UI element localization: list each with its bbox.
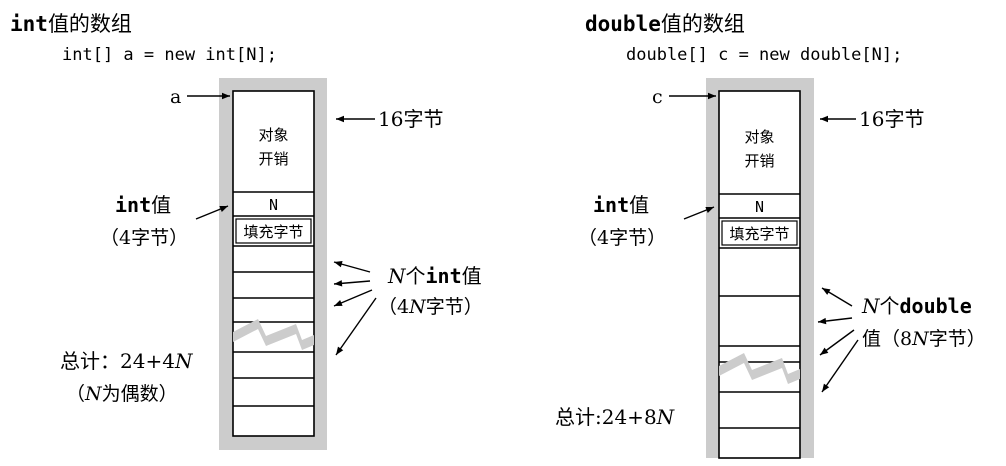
int-array-elements-label: N个int值 xyxy=(387,264,482,288)
double-array-padding-cell: 填充字节 xyxy=(729,225,789,243)
double-array-element-arrows xyxy=(817,287,859,393)
int-array-overhead-size: 16字节 xyxy=(378,107,443,131)
int-array-length-size: （4字节） xyxy=(100,227,188,249)
double-array-length-arrow xyxy=(683,206,715,220)
int-array-length-cell: N xyxy=(269,196,278,214)
int-array-ref-label: a xyxy=(170,86,181,108)
int-array-length-label: int值 xyxy=(115,193,171,217)
int-array-overhead-line2: 开销 xyxy=(258,150,288,168)
int-array-panel: int值的数组 int[] a = new int[N]; 对象 开销 N 填充… xyxy=(10,12,483,450)
int-array-total-note: （N为偶数） xyxy=(66,383,178,405)
int-array-total: 总计：24+4N xyxy=(60,349,194,373)
int-array-code: int[] a = new int[N]; xyxy=(62,45,277,65)
int-array-title: int值的数组 xyxy=(10,12,132,36)
int-array-cell-lines xyxy=(233,191,314,407)
double-array-panel: double值的数组 double[] c = new double[N]; 对… xyxy=(555,12,986,459)
double-array-padding-box xyxy=(721,220,798,246)
double-array-overhead-size: 16字节 xyxy=(859,107,924,131)
double-array-code: double[] c = new double[N]; xyxy=(626,45,902,65)
double-array-overhead-line2: 开销 xyxy=(744,152,774,170)
int-array-padding-cell: 填充字节 xyxy=(243,223,303,241)
int-array-element-arrows xyxy=(333,261,377,356)
int-array-elements-size: （4N字节） xyxy=(378,296,483,318)
double-array-total: 总计:24+8N xyxy=(555,405,676,429)
int-array-overhead-line1: 对象 xyxy=(258,126,288,144)
double-array-cell-lines xyxy=(719,193,800,429)
double-array-length-label: int值 xyxy=(593,193,649,217)
double-array-title: double值的数组 xyxy=(585,12,745,36)
double-array-elements-size: 值（8N字节） xyxy=(862,328,986,350)
double-array-object xyxy=(718,90,801,459)
double-array-elements-label: N个double xyxy=(861,294,972,318)
int-array-padding-box xyxy=(235,218,312,244)
int-array-break xyxy=(233,319,314,350)
double-array-length-cell: N xyxy=(755,198,764,216)
int-array-length-arrow xyxy=(195,205,229,220)
double-array-length-size: （4字节） xyxy=(578,227,666,249)
double-array-break xyxy=(719,353,800,384)
double-array-ref-label: c xyxy=(652,86,663,108)
double-array-overhead-line1: 对象 xyxy=(744,128,774,146)
